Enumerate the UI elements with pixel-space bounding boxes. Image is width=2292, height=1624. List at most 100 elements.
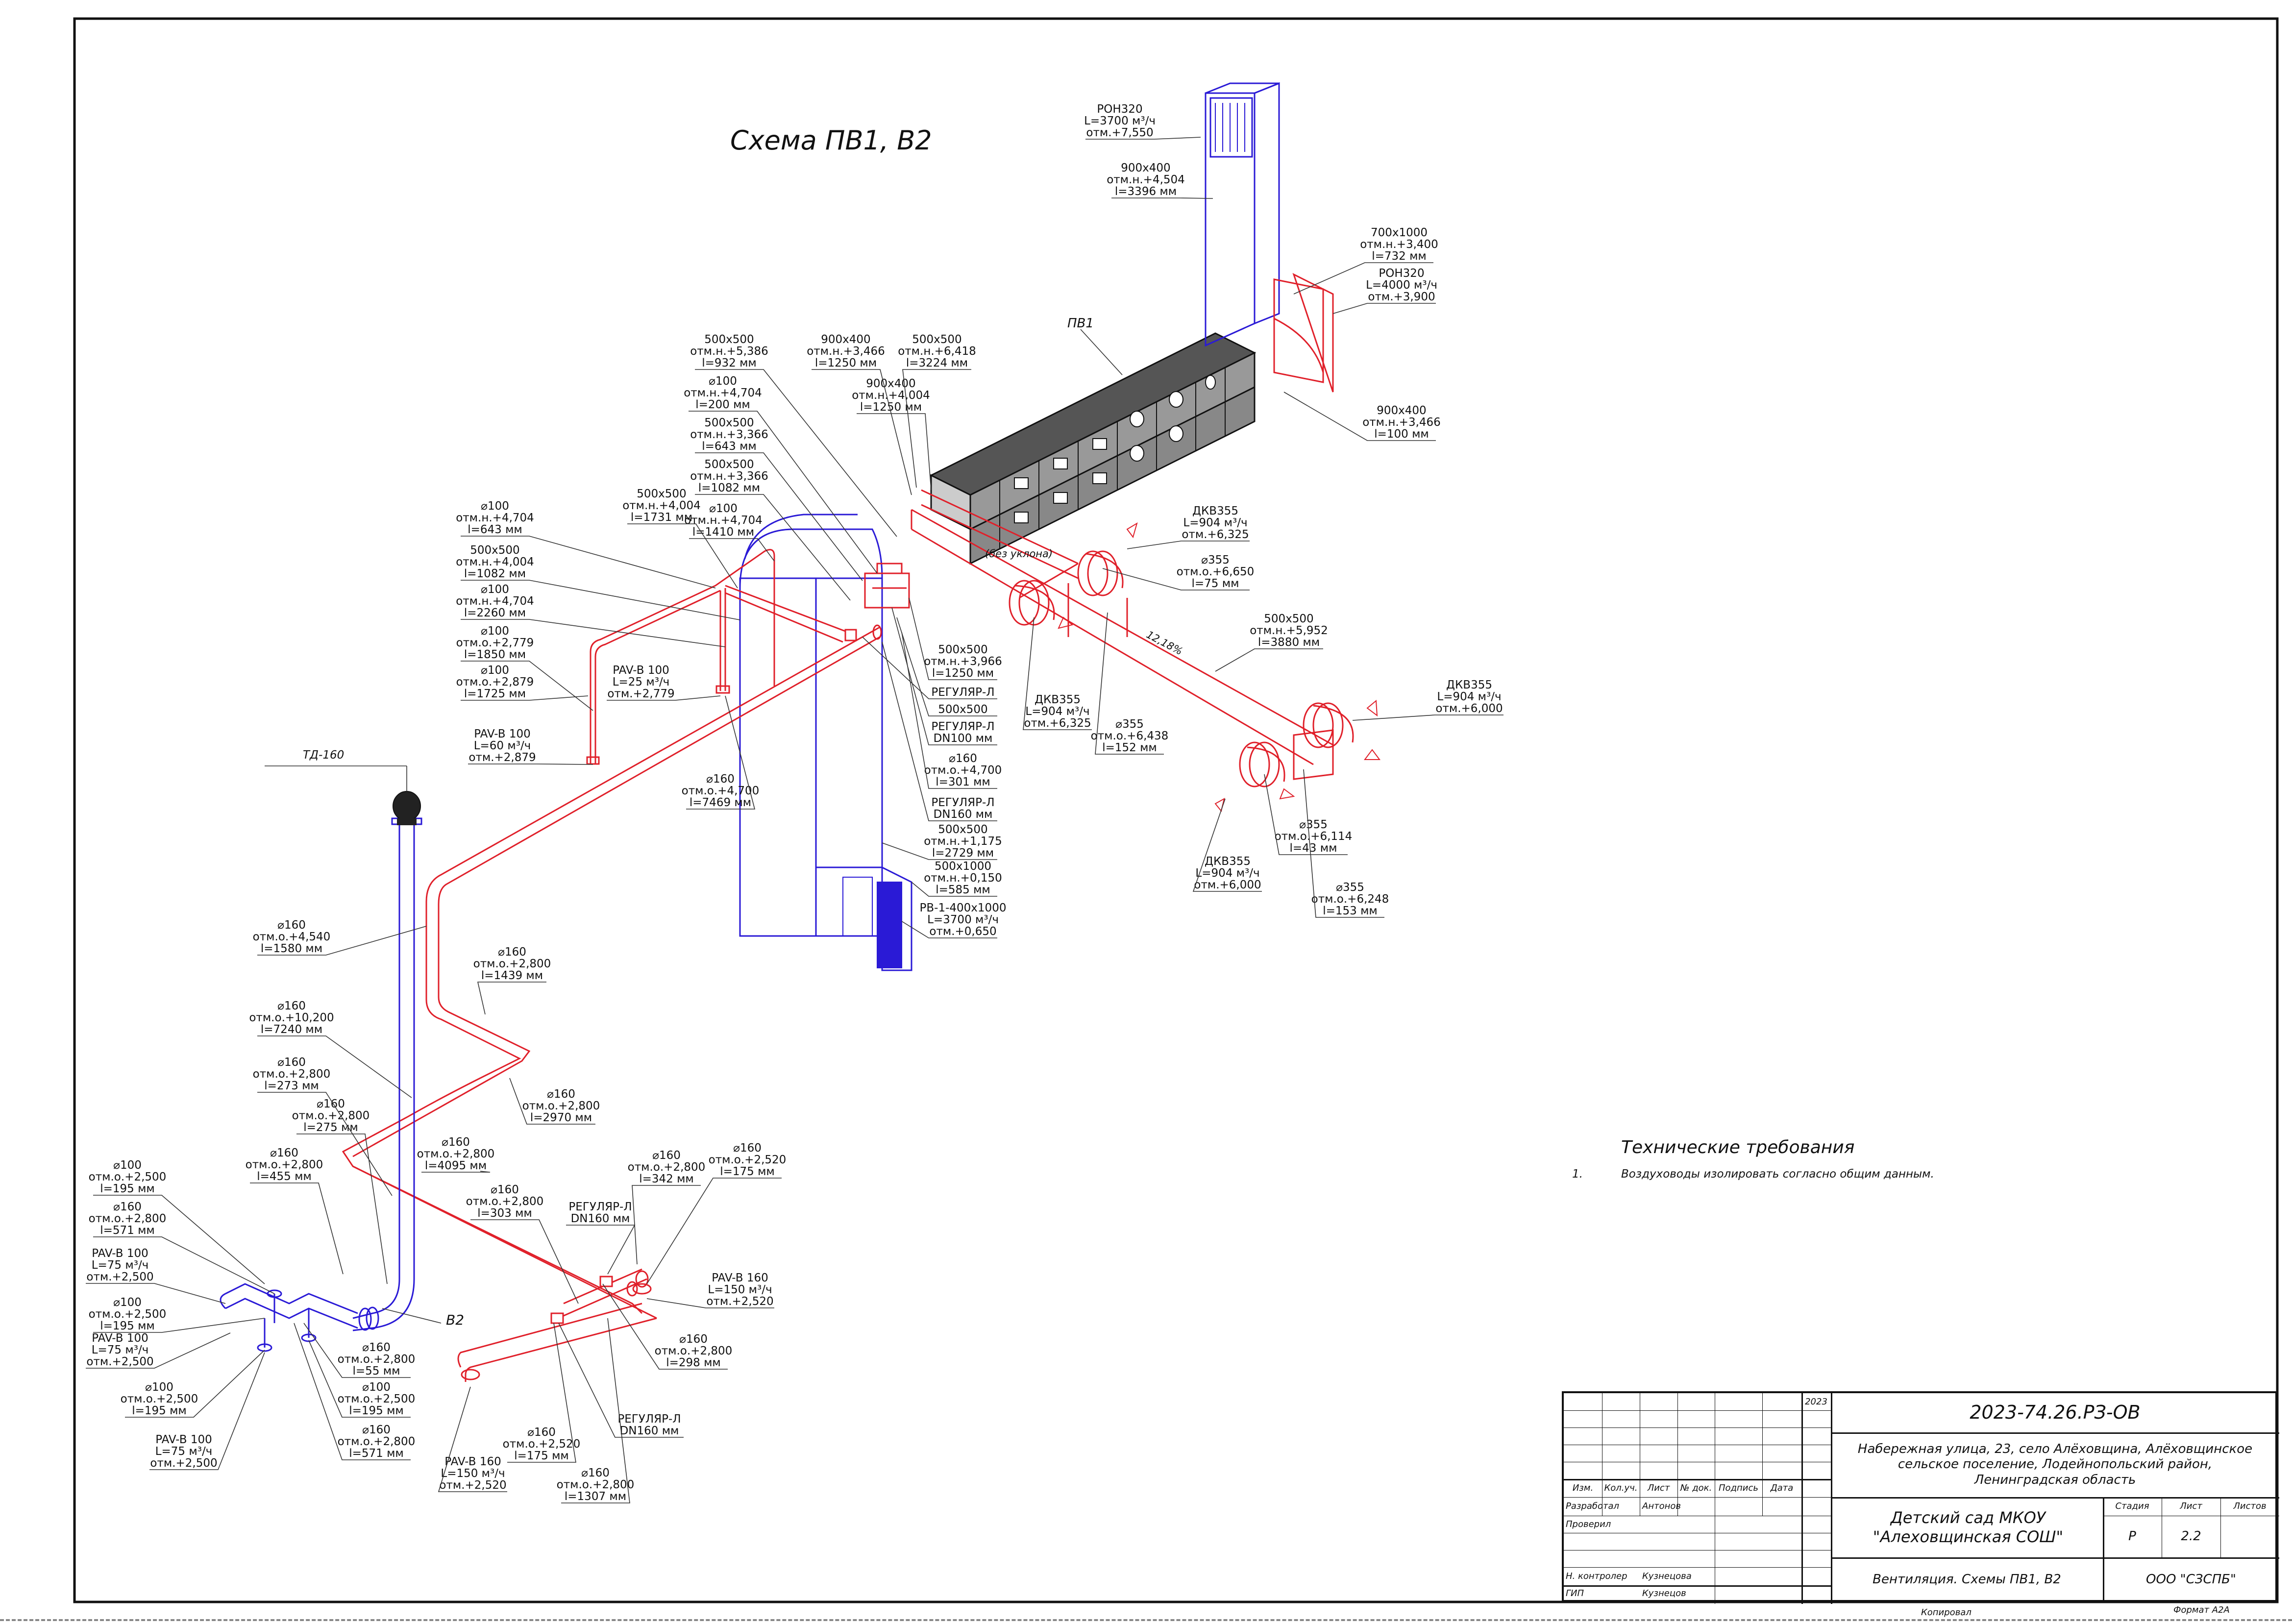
leader-pipe-160-i — [421, 1171, 491, 1173]
leader-pipe-100-h — [93, 1318, 265, 1333]
callout-line: РЕГУЛЯР-Л — [931, 720, 994, 733]
callout-line: отм.н.+3,366 — [690, 428, 768, 441]
callout-line: 500х500 — [938, 703, 987, 716]
callout-line: ⌀355 — [1299, 818, 1328, 831]
callout-line: отм.о.+2,500 — [89, 1308, 167, 1321]
callout-line: 500х500 — [1264, 613, 1313, 625]
callout-line: ⌀100 — [481, 625, 509, 638]
callout-line: ⌀160 — [277, 1000, 306, 1012]
callout-line: 700х1000 — [1371, 226, 1428, 239]
leader-pipe-160-g — [509, 1078, 595, 1125]
leader-duct-500x500-d — [695, 494, 851, 601]
leader-regulyar-b — [891, 607, 997, 745]
callout-line: l=643 мм — [702, 440, 757, 453]
callout-line: ⌀160 — [442, 1136, 470, 1149]
callout-line: l=1580 мм — [261, 942, 322, 955]
callout-line: DN160 мм — [934, 808, 993, 821]
stamp-stadiya-value: Р — [2128, 1528, 2136, 1544]
leader-pipe-160-b — [686, 695, 756, 810]
callout-line: l=571 мм — [100, 1224, 155, 1237]
callout-line: l=3396 мм — [1115, 185, 1177, 198]
leader-duct-500x500-a — [695, 369, 897, 537]
requirement-1-text: Воздуховоды изолировать согласно общим д… — [1621, 1168, 1934, 1181]
callout-line: отм.о.+2,800 — [338, 1353, 416, 1366]
leader-duct-900x400-b — [812, 369, 912, 495]
intake-duct-blue — [1205, 82, 1280, 347]
callout-line: L=3700 м³/ч — [927, 913, 999, 926]
callout-line: l=1731 мм — [631, 511, 692, 524]
leader-pipe-355-d — [1303, 769, 1384, 918]
callout-line: 500х1000 — [935, 860, 991, 873]
stamp-nkontroler: Н. контролер — [1566, 1571, 1627, 1581]
leader-pipe-355-a — [1102, 568, 1250, 591]
leader-pav-b160-b — [438, 1386, 507, 1492]
callout-line: l=175 мм — [514, 1450, 569, 1462]
callout-line: l=195 мм — [132, 1404, 187, 1417]
callout-line: l=2729 мм — [932, 847, 994, 860]
callout-line: l=273 мм — [264, 1080, 319, 1092]
callout-line: отм.+2,520 — [706, 1295, 773, 1308]
callout-line: L=4000 м³/ч — [1366, 279, 1437, 292]
callout-line: отм.н.+5,386 — [690, 345, 768, 358]
label-pv1: ПВ1 — [1067, 316, 1094, 331]
callout-line: ⌀160 — [362, 1424, 391, 1436]
leader-pipe-160-h — [296, 1133, 388, 1284]
callout-line: отм.н.+4,704 — [684, 514, 763, 527]
leader-duct-700x1000 — [1293, 262, 1433, 295]
callout-line: L=75 м³/ч — [155, 1445, 213, 1458]
callout-line: l=1410 мм — [692, 526, 754, 539]
stamp-year: 2023 — [1805, 1396, 1827, 1407]
callout-line: ДКВ355 — [1035, 693, 1081, 706]
title-block: 2023 Изм. Кол.уч. Лист № док. Подпись Да… — [1562, 1391, 2279, 1604]
callout-line: ⌀160 — [949, 752, 977, 765]
callout-line: 500х500 — [704, 333, 754, 346]
callout-line: L=25 м³/ч — [613, 676, 670, 689]
callout-line: l=55 мм — [353, 1365, 400, 1378]
leader-duct-900x400-c — [857, 413, 932, 491]
callout-line: ⌀160 — [547, 1088, 575, 1101]
callout-line: 500х500 — [704, 458, 754, 471]
callout-line: ⌀160 — [652, 1149, 681, 1162]
callout-line: 900х400 — [821, 333, 870, 346]
callout-line: отм.о.+6,438 — [1091, 730, 1169, 742]
callout-line: ДКВ355 — [1205, 855, 1251, 868]
callout-line: отм.о.+2,800 — [253, 1068, 331, 1081]
stamp-gip: ГИП — [1566, 1588, 1584, 1599]
callout-line: РОН320 — [1097, 103, 1142, 116]
callout-line: ⌀160 — [498, 946, 526, 959]
callout-line: отм.о.+2,800 — [473, 958, 551, 970]
leader-pipe-160-s — [561, 1318, 630, 1503]
callout-line: l=342 мм — [639, 1173, 694, 1185]
leader-pipe-355-b — [1095, 612, 1164, 755]
callout-line: l=3224 мм — [906, 357, 968, 369]
callout-line: отм.+3,900 — [1368, 291, 1435, 303]
leader-pav-b100-c — [86, 1283, 226, 1304]
stamp-company: ООО "СЗСПБ" — [2146, 1572, 2236, 1587]
stamp-razrabotal-name: Антонов — [1642, 1501, 1681, 1512]
leader-pipe-160-c — [257, 926, 427, 956]
callout-line: l=1850 мм — [464, 648, 526, 661]
